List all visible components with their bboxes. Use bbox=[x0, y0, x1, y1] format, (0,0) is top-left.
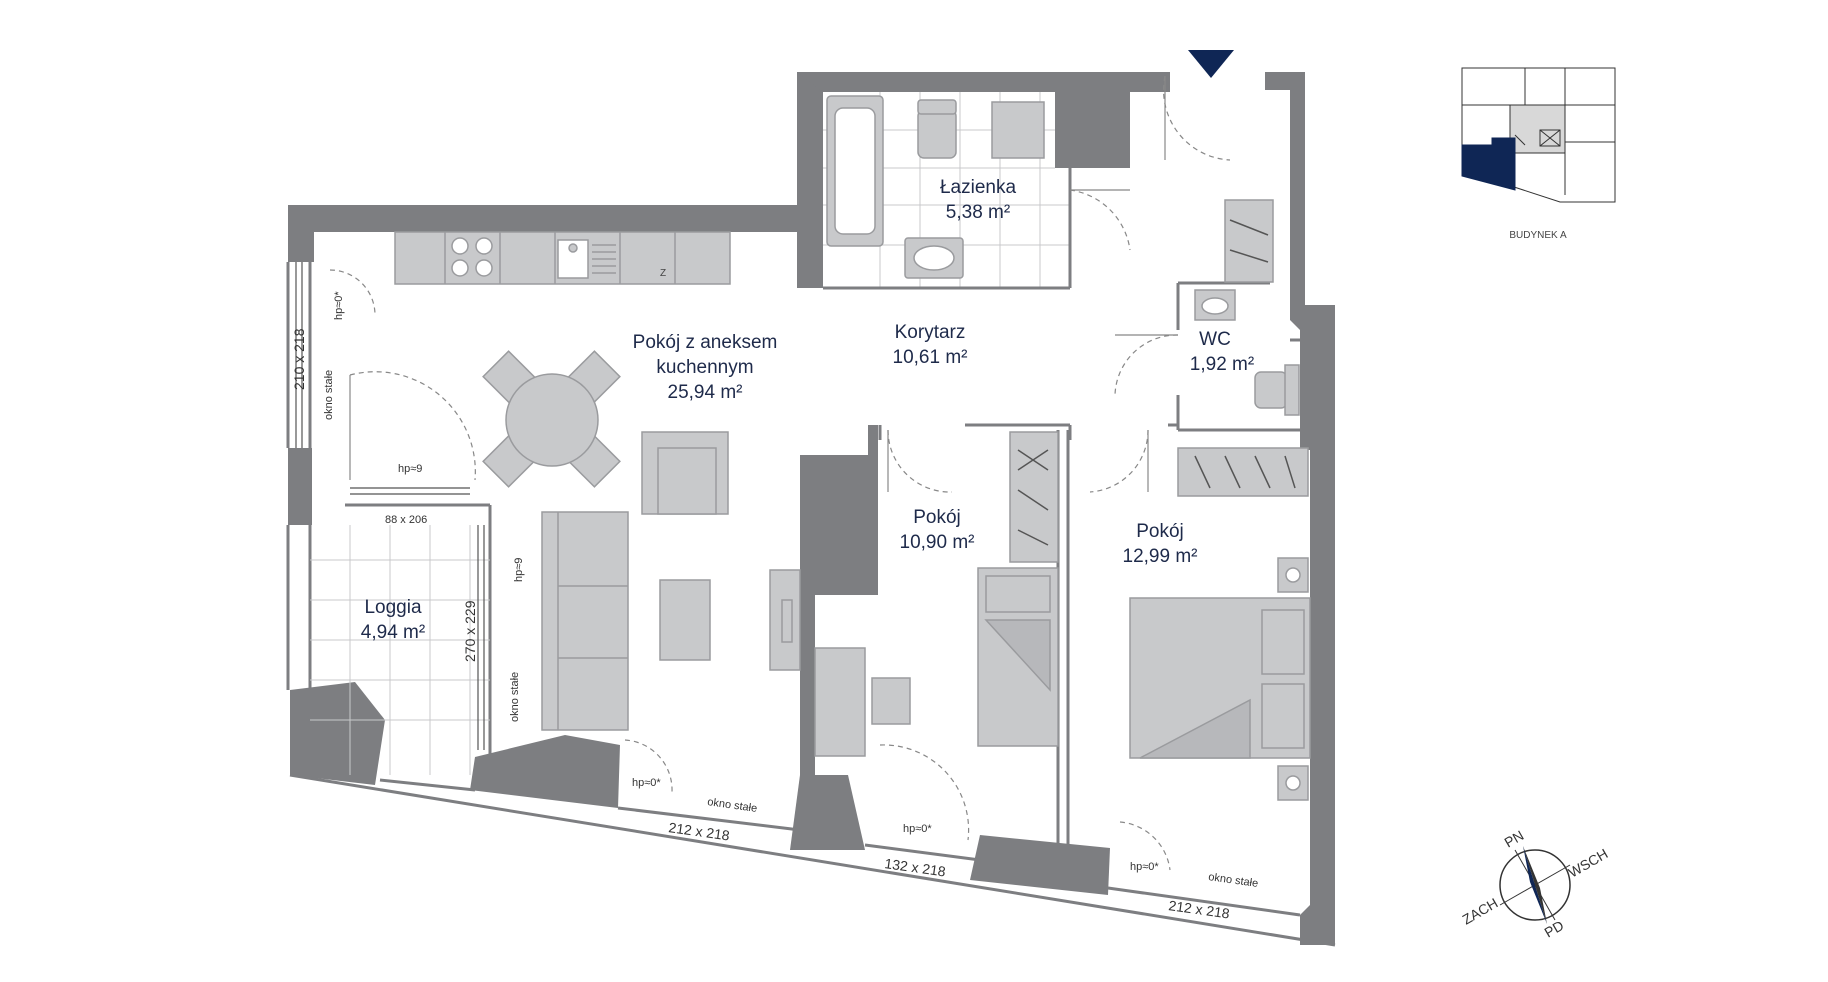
loggia-window-size: 270 x 229 bbox=[462, 600, 478, 662]
wall-loggia-corner bbox=[290, 682, 385, 785]
double-bed bbox=[1129, 597, 1311, 759]
wall-kitchen-top bbox=[288, 205, 797, 262]
kitchen-area: 25,94 m² bbox=[668, 382, 743, 403]
walls bbox=[288, 72, 1335, 945]
wall-bottom-3 bbox=[970, 835, 1110, 895]
compass-w: ZACH bbox=[1460, 895, 1501, 928]
door-leaves bbox=[349, 76, 1178, 492]
loggia-window-hp: hp≈9 bbox=[513, 558, 525, 582]
bath-sink bbox=[904, 237, 964, 279]
loggia-area: 4,94 m² bbox=[361, 622, 425, 643]
fridge-mark: Z bbox=[660, 268, 666, 279]
wc-label: WC bbox=[1199, 329, 1231, 350]
compass-e: WSCH bbox=[1566, 845, 1611, 880]
armchair bbox=[641, 431, 729, 515]
coffee-table bbox=[659, 579, 711, 661]
kitchen-counter bbox=[394, 231, 731, 285]
windows bbox=[295, 262, 485, 750]
left-window-size: 210 x 218 bbox=[291, 328, 307, 390]
left-window-hp: hp≈0* bbox=[333, 291, 345, 320]
bottom3-hp: hp≈0* bbox=[1130, 861, 1159, 873]
wc-sink bbox=[1194, 289, 1236, 321]
loggia-label: Loggia bbox=[364, 597, 421, 618]
door-swings bbox=[329, 75, 1231, 871]
compass-n: PN bbox=[1502, 827, 1527, 851]
wc-area: 1,92 m² bbox=[1190, 354, 1254, 375]
bath-toilet bbox=[917, 99, 957, 159]
wall-bottom-2 bbox=[790, 775, 865, 850]
kitchen-label-line2: kuchennym bbox=[656, 357, 753, 378]
room2-area: 12,99 m² bbox=[1123, 546, 1198, 567]
bathroom-area: 5,38 m² bbox=[946, 202, 1010, 223]
compass: PN WSCH PD ZACH bbox=[1460, 827, 1611, 941]
bath-washer bbox=[991, 101, 1045, 159]
corridor-area: 10,61 m² bbox=[893, 347, 968, 368]
room1-area: 10,90 m² bbox=[900, 532, 975, 553]
kitchen-label-line1: Pokój z aneksem bbox=[633, 332, 778, 353]
entrance-arrow-icon bbox=[1188, 50, 1234, 78]
wardrobe-room1 bbox=[1009, 431, 1059, 563]
wall-bath-right bbox=[1055, 88, 1130, 168]
room2-label: Pokój bbox=[1136, 521, 1184, 542]
sofa bbox=[541, 511, 629, 731]
bathroom-label: Łazienka bbox=[940, 177, 1016, 198]
compass-s: PD bbox=[1542, 917, 1567, 941]
loggia-tiles bbox=[310, 525, 490, 775]
bottom1-hp: hp≈0* bbox=[632, 777, 661, 789]
loggia-door-hp: hp≈9 bbox=[398, 463, 422, 475]
wall-right-outer bbox=[1265, 72, 1335, 945]
dining-set bbox=[482, 350, 621, 488]
bottom1-size: 212 x 218 bbox=[668, 819, 731, 843]
wall-bottom-1 bbox=[470, 735, 620, 808]
wall-pillar bbox=[868, 425, 878, 455]
wall-column bbox=[800, 455, 878, 780]
entry-wardrobe bbox=[1224, 199, 1274, 283]
desk bbox=[814, 647, 911, 757]
exterior-edge bbox=[289, 773, 1336, 947]
left-window-type: okno stałe bbox=[323, 370, 335, 420]
bottom2-hp: hp≈0* bbox=[903, 823, 932, 835]
wc-toilet bbox=[1254, 364, 1300, 416]
bathtub bbox=[826, 95, 884, 247]
room-labels: Pokój z aneksem kuchennym 25,94 m² Łazie… bbox=[361, 177, 1254, 643]
keyplan-label: BUDYNEK A bbox=[1509, 230, 1567, 241]
wardrobe-room2 bbox=[1177, 447, 1309, 497]
loggia-window-type: okno stałe bbox=[509, 672, 521, 722]
loggia-door-size: 88 x 206 bbox=[385, 514, 427, 526]
corridor-label: Korytarz bbox=[895, 322, 966, 343]
wall-left-mid bbox=[288, 448, 312, 525]
tv-unit bbox=[769, 569, 801, 671]
wall-bath-left bbox=[797, 72, 823, 288]
keyplan bbox=[1461, 67, 1616, 203]
bottom3-type: okno stałe bbox=[1208, 871, 1259, 890]
wall-bath-top bbox=[797, 72, 1170, 168]
room1-label: Pokój bbox=[913, 507, 961, 528]
bottom1-type: okno stałe bbox=[707, 796, 758, 815]
nightstands bbox=[1277, 557, 1309, 801]
bed-room1 bbox=[977, 567, 1059, 747]
